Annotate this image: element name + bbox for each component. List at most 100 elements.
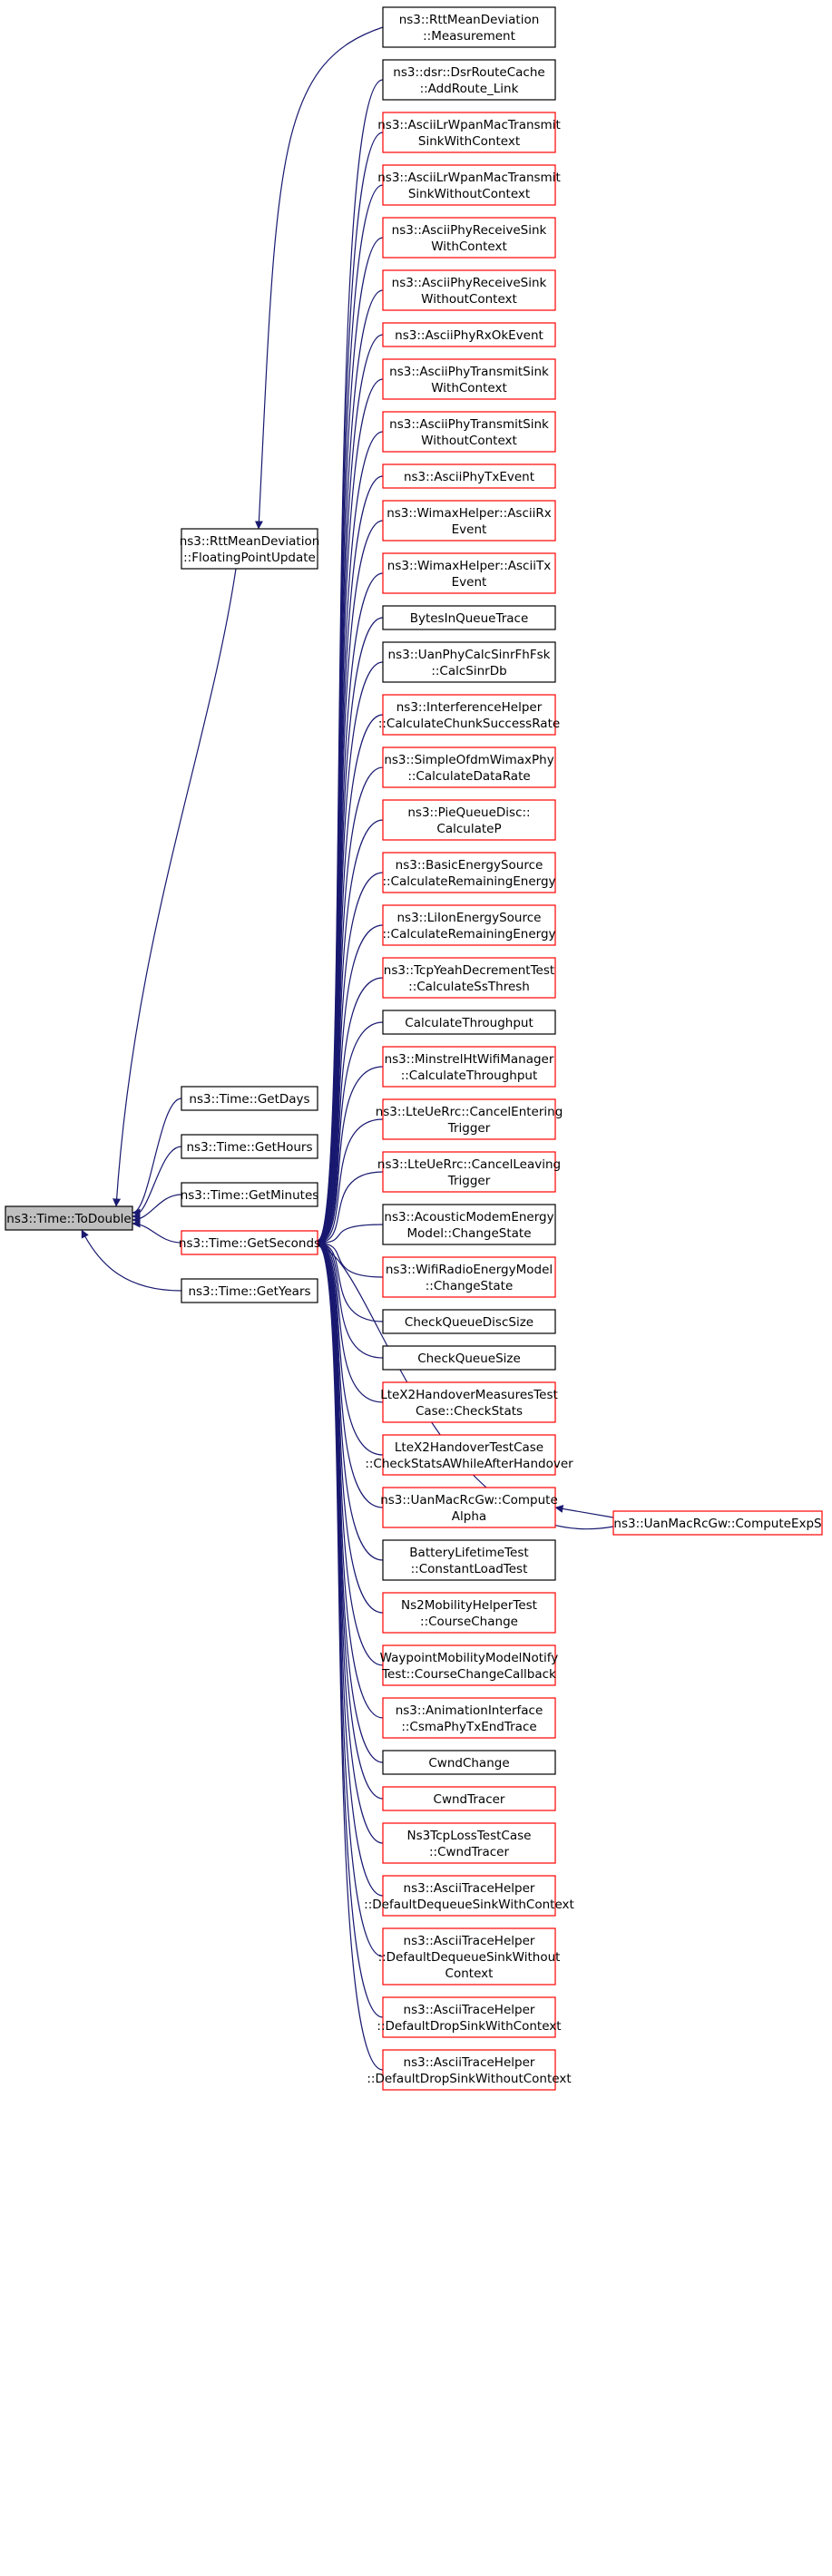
edge-caller-0: [254, 26, 384, 530]
caller-node-bytesinqueuetrace[interactable]: BytesInQueueTrace: [382, 605, 556, 630]
node-label: ns3::Time::GetSeconds: [179, 1236, 320, 1251]
caller-node-ns3-basicenergysource-calculateremainingenergy[interactable]: ns3::BasicEnergySource::CalculateRemaini…: [382, 852, 556, 893]
edge-caller-10: [317, 520, 384, 1246]
node-label: ::ChangeState: [426, 1279, 514, 1293]
node-label: ns3::InterferenceHelper: [396, 700, 543, 715]
focus-node-to-double[interactable]: ns3::Time::ToDouble: [5, 1205, 133, 1231]
caller-node-cwndtracer[interactable]: CwndTracer: [382, 1786, 556, 1811]
edge-middle-5-to-focus: [81, 1229, 182, 1292]
caller-node-ns3-simpleofdmwimaxphy-calculatedatarate[interactable]: ns3::SimpleOfdmWimaxPhy::CalculateDataRa…: [382, 746, 556, 788]
node-label: ::CalculateRemainingEnergy: [382, 927, 555, 942]
node-label: ::DefaultDequeueSinkWithout: [378, 1950, 561, 1965]
caller-node-ns3-asciitracehelper-defaultdequeuesinkwithcontext[interactable]: ns3::AsciiTraceHelper::DefaultDequeueSin…: [364, 1875, 574, 1917]
node-label: ::AddRoute_Link: [420, 82, 519, 96]
edge-caller-6: [317, 334, 384, 1245]
caller-node-ns3-asciitracehelper-defaultdropsinkwithcontext[interactable]: ns3::AsciiTraceHelper::DefaultDropSinkWi…: [377, 1996, 562, 2038]
node-label: ::CalculateThroughput: [401, 1068, 538, 1083]
edge-caller-29: [317, 1239, 384, 1456]
middle-node-ns3-time-getdays[interactable]: ns3::Time::GetDays: [181, 1086, 318, 1111]
node-label: ns3::RttMeanDeviation: [399, 13, 540, 27]
caller-node-ns3-asciiphyrxokevent[interactable]: ns3::AsciiPhyRxOkEvent: [382, 322, 556, 347]
node-label: ns3::LteUeRrc::CancelLeaving: [377, 1157, 561, 1172]
node-label: ::CheckStatsAWhileAfterHandover: [365, 1457, 573, 1471]
caller-node-ns3-asciiphytxevent[interactable]: ns3::AsciiPhyTxEvent: [382, 463, 556, 489]
caller-node-ns3-minstrelhtwifimanager-calculatethroughput[interactable]: ns3::MinstrelHtWifiManager::CalculateThr…: [382, 1046, 556, 1088]
edge-caller-18: [317, 924, 384, 1247]
node-label: ns3::AsciiPhyTransmitSink: [389, 365, 549, 379]
caller-node-ns2mobilityhelpertest-coursechange[interactable]: Ns2MobilityHelperTest::CourseChange: [382, 1592, 556, 1634]
caller-node-ns3-asciilrwpanmactransmit-sinkwithoutcontext[interactable]: ns3::AsciiLrWpanMacTransmitSinkWithoutCo…: [377, 164, 561, 206]
edge-caller-23: [317, 1171, 384, 1247]
caller-node-ns3-uanphycalcsinrfhfsk-calcsinrdb[interactable]: ns3::UanPhyCalcSinrFhFsk::CalcSinrDb: [382, 641, 556, 683]
node-label: ns3::AsciiTraceHelper: [404, 2055, 535, 2070]
caller-node-checkqueuediscsize[interactable]: CheckQueueDiscSize: [382, 1309, 556, 1334]
node-label: ns3::UanMacRcGw::ComputeExpS: [613, 1517, 821, 1531]
caller-node-batterylifetimetest-constantloadtest[interactable]: BatteryLifetimeTest::ConstantLoadTest: [382, 1539, 556, 1581]
node-label: CwndTracer: [434, 1792, 505, 1807]
caller-node-ns3-interferencehelper-calculatechunksuccessrate[interactable]: ns3::InterferenceHelper::CalculateChunkS…: [378, 694, 560, 736]
edge-caller-9: [317, 475, 384, 1245]
node-label: ::CalculateChunkSuccessRate: [378, 717, 560, 731]
caller-node-ns3-dsr-dsrroutecache-addroute-link[interactable]: ns3::dsr::DsrRouteCache::AddRoute_Link: [382, 59, 556, 101]
node-label: ns3::AsciiLrWpanMacTransmit: [377, 171, 561, 185]
caller-node-ns3-animationinterface-csmaphytxendtrace[interactable]: ns3::AnimationInterface::CsmaPhyTxEndTra…: [382, 1697, 556, 1739]
node-label: ::CwndTracer: [429, 1845, 510, 1859]
node-label: ::DefaultDropSinkWithContext: [377, 2019, 561, 2034]
middle-node-ns3-time-getyears[interactable]: ns3::Time::GetYears: [181, 1278, 318, 1303]
node-label: ns3::Time::ToDouble: [6, 1212, 131, 1226]
edge-caller-41: [317, 1241, 384, 2071]
caller-node-ns3-wifiradioenergymodel-changestate[interactable]: ns3::WifiRadioEnergyModel::ChangeState: [382, 1256, 556, 1298]
caller-node-ns3-asciitracehelper-defaultdequeuesinkwithout-context[interactable]: ns3::AsciiTraceHelper::DefaultDequeueSin…: [378, 1927, 561, 1986]
node-label: WithContext: [431, 381, 507, 395]
edge-caller-38: [317, 1240, 384, 1897]
node-label: ns3::AsciiPhyRxOkEvent: [395, 328, 543, 343]
node-label: SinkWithoutContext: [408, 187, 530, 201]
caller-node-ns3-rttmeandeviation-measurement[interactable]: ns3::RttMeanDeviation::Measurement: [382, 6, 556, 48]
edge-caller-32: [317, 1239, 384, 1614]
node-label: ns3::AsciiTraceHelper: [404, 1934, 535, 1948]
caller-node-ltex2handovermeasurestest-case-checkstats[interactable]: LteX2HandoverMeasuresTestCase::CheckStat…: [380, 1381, 558, 1423]
edge-caller-5: [317, 289, 384, 1245]
caller-node-ltex2handovertestcase-checkstatsawhileafterhandover[interactable]: LteX2HandoverTestCase::CheckStatsAWhileA…: [365, 1434, 573, 1476]
node-label: Alpha: [452, 1509, 486, 1524]
caller-node-checkqueuesize[interactable]: CheckQueueSize: [382, 1345, 556, 1371]
node-label: CwndChange: [428, 1756, 509, 1771]
caller-node-compute-exp-s[interactable]: ns3::UanMacRcGw::ComputeExpS: [612, 1510, 823, 1536]
edge-caller-39: [317, 1240, 384, 1957]
node-label: ns3::SimpleOfdmWimaxPhy: [384, 753, 553, 767]
edge-caller-20: [317, 1021, 384, 1247]
node-label: ::CalculateDataRate: [407, 769, 530, 784]
caller-node-ns3-liionenergysource-calculateremainingenergy[interactable]: ns3::LiIonEnergySource::CalculateRemaini…: [382, 904, 556, 946]
caller-node-ns3-asciitracehelper-defaultdropsinkwithoutcontext[interactable]: ns3::AsciiTraceHelper::DefaultDropSinkWi…: [367, 2049, 572, 2091]
node-label: ns3::MinstrelHtWifiManager: [385, 1052, 554, 1067]
caller-node-ns3-tcpyeahdecrementtest-calculatessthresh[interactable]: ns3::TcpYeahDecrementTest::CalculateSsTh…: [382, 957, 556, 999]
caller-node-ns3-asciilrwpanmactransmit-sinkwithcontext[interactable]: ns3::AsciiLrWpanMacTransmitSinkWithConte…: [377, 112, 561, 153]
middle-node-ns3-rttmeandeviation-floatingpointupdate[interactable]: ns3::RttMeanDeviation::FloatingPointUpda…: [180, 528, 320, 570]
middle-node-ns3-time-getminutes[interactable]: ns3::Time::GetMinutes: [181, 1182, 319, 1207]
node-label: ns3::PieQueueDisc::: [407, 805, 530, 820]
node-label: CheckQueueSize: [417, 1351, 521, 1366]
middle-node-ns3-time-getseconds[interactable]: ns3::Time::GetSeconds: [179, 1230, 320, 1255]
edge-caller-4: [317, 237, 384, 1245]
node-label: Test::CourseChangeCallback: [381, 1667, 556, 1682]
middle-node-ns3-time-gethours[interactable]: ns3::Time::GetHours: [181, 1134, 318, 1159]
node-label: ns3::UanMacRcGw::Compute: [380, 1493, 558, 1508]
caller-node-ns3tcplosstestcase-cwndtracer[interactable]: Ns3TcpLossTestCase::CwndTracer: [382, 1822, 556, 1864]
caller-node-ns3-piequeuedisc-calculatep[interactable]: ns3::PieQueueDisc::CalculateP: [382, 799, 556, 841]
caller-node-ns3-acousticmodemenergy-model-changestate[interactable]: ns3::AcousticModemEnergyModel::ChangeSta…: [382, 1204, 556, 1245]
caller-node-waypointmobilitymodelnotify-test-coursechangecallback[interactable]: WaypointMobilityModelNotifyTest::CourseC…: [380, 1644, 559, 1686]
edge-caller-11: [317, 572, 384, 1246]
caller-node-cwndchange[interactable]: CwndChange: [382, 1750, 556, 1775]
caller-node-calculatethroughput[interactable]: CalculateThroughput: [382, 1010, 556, 1035]
node-label: Ns2MobilityHelperTest: [401, 1598, 537, 1613]
edge-caller-27: [317, 1239, 384, 1359]
